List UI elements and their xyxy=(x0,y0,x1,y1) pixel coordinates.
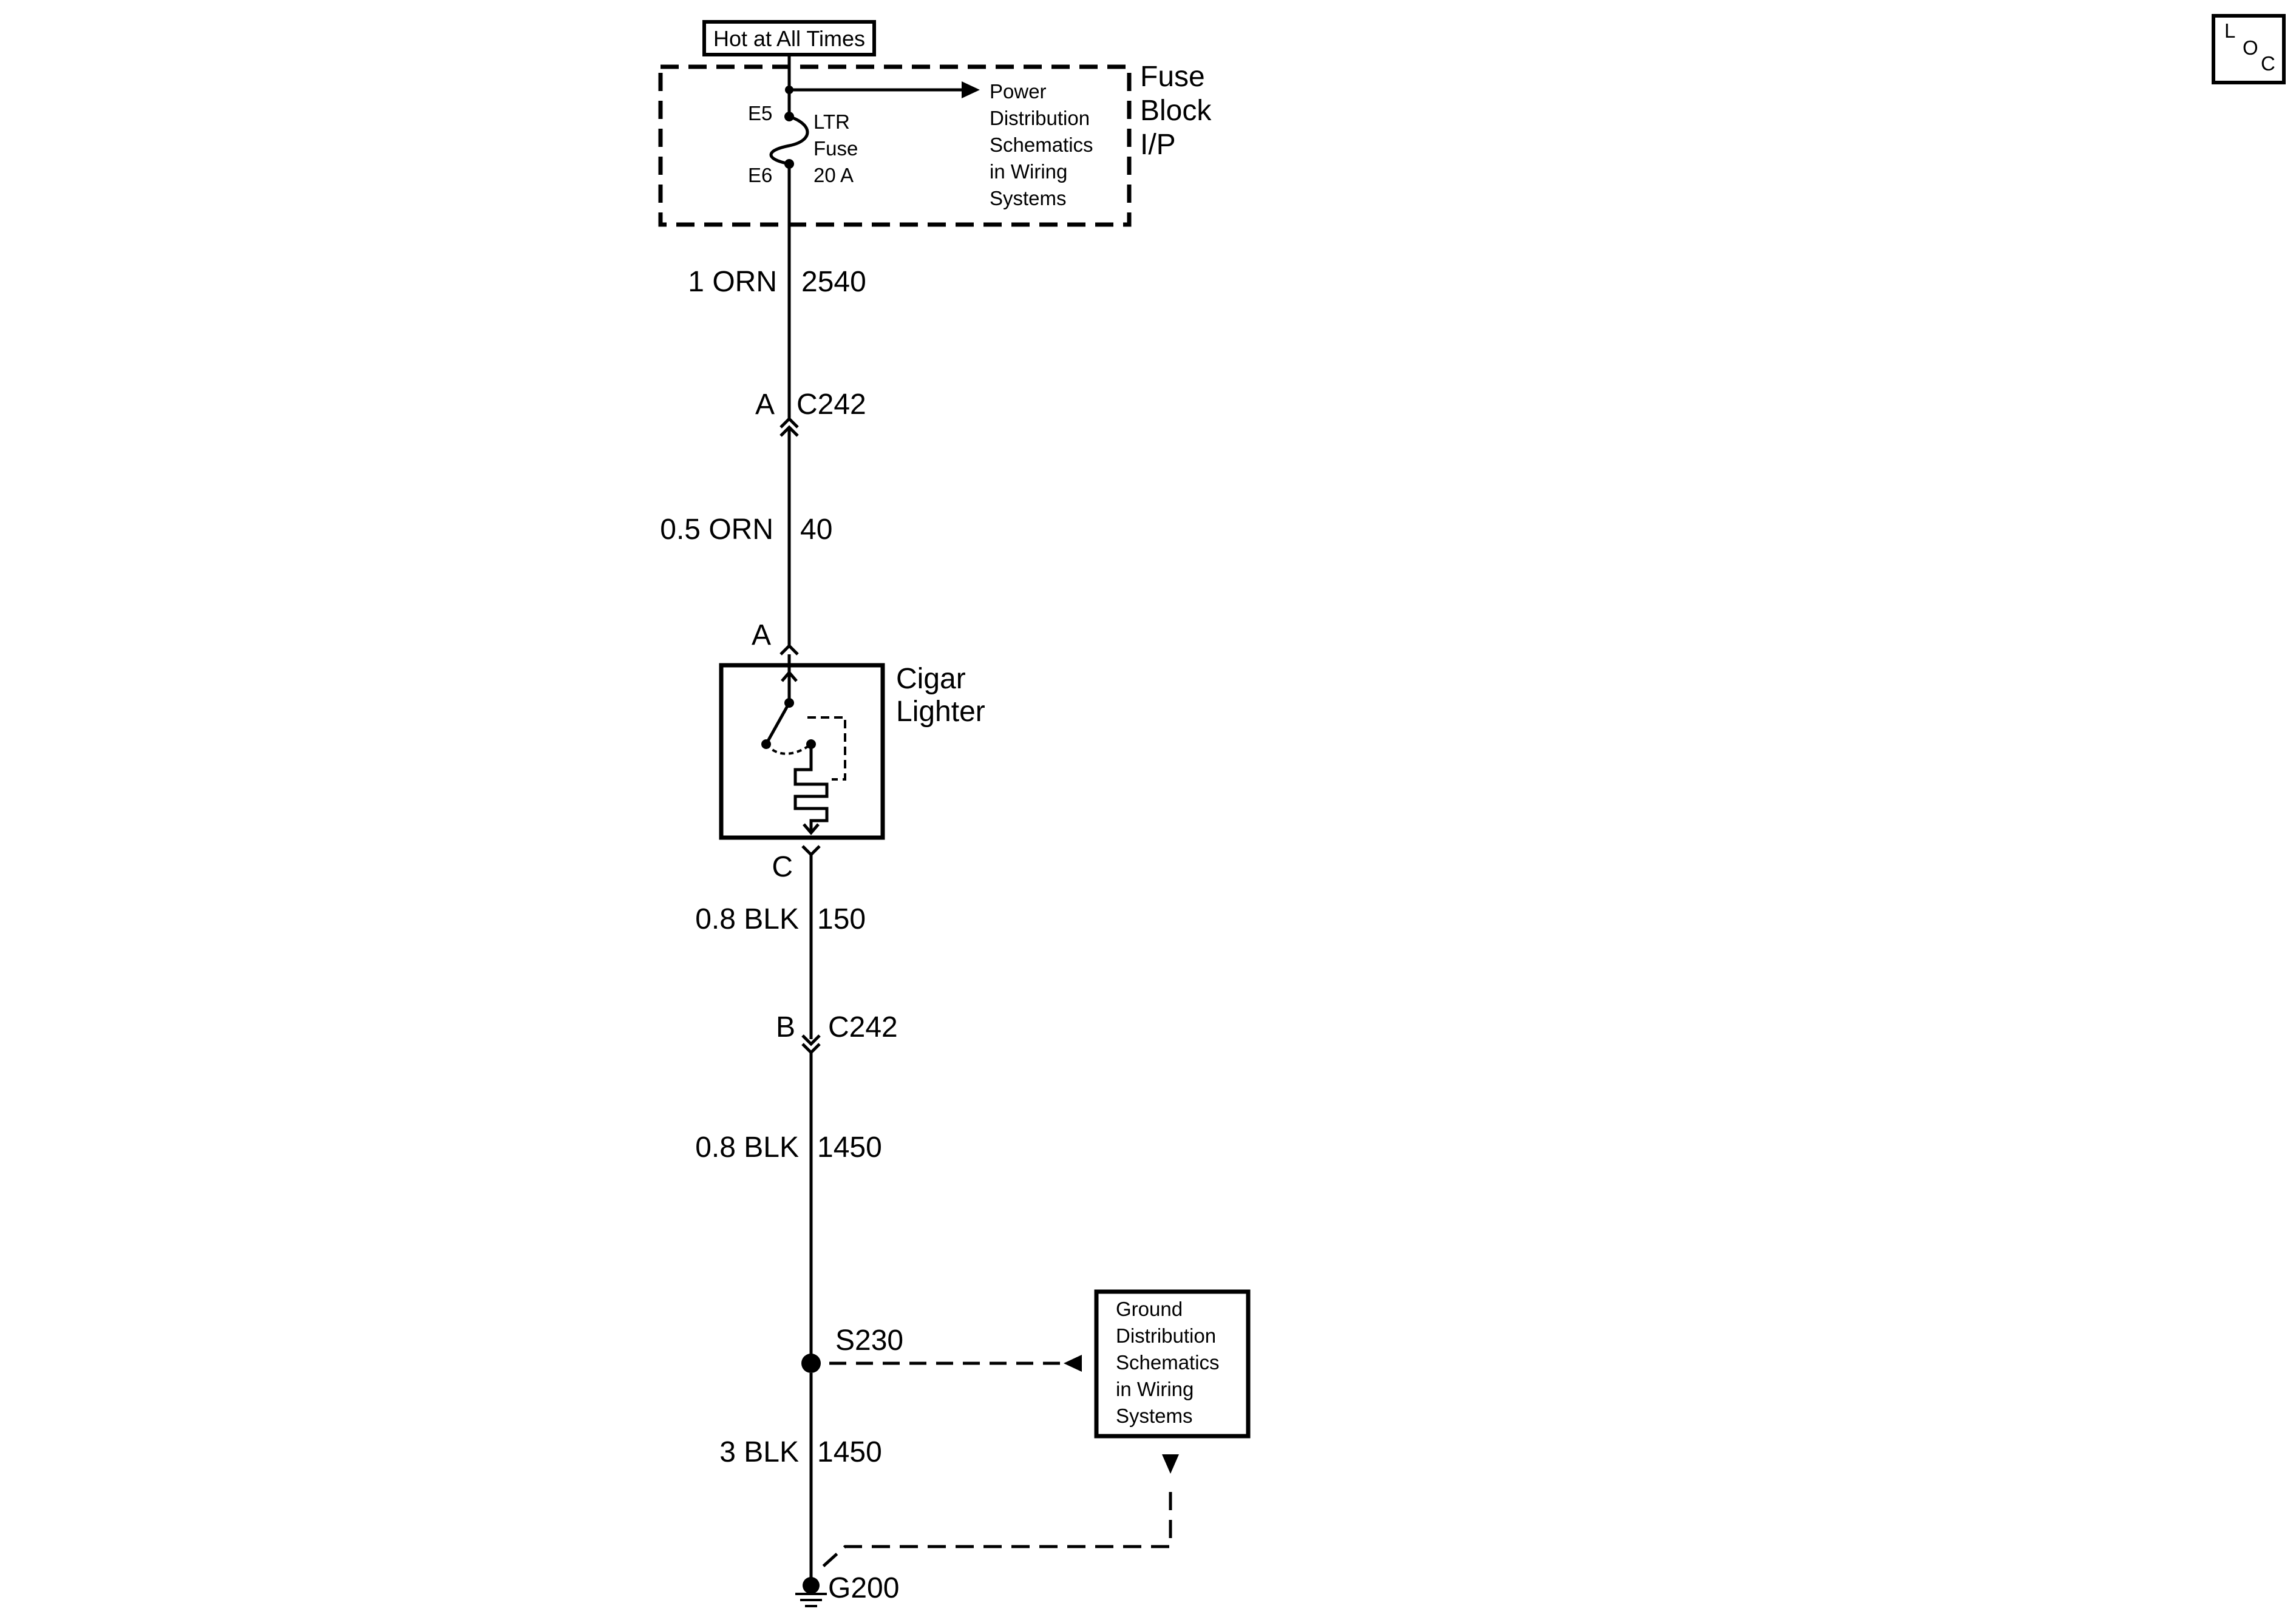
wire-2540-circuit: 2540 xyxy=(801,266,866,298)
c242-pin-b-connector-name: C242 xyxy=(828,1011,898,1043)
loc-badge-c: C xyxy=(2261,52,2275,75)
fuse-name-label: LTR xyxy=(813,110,850,133)
lighter-pin-c-label: C xyxy=(772,851,793,883)
ground-ref-line5: Systems xyxy=(1116,1405,1193,1427)
loc-badge-o: O xyxy=(2243,36,2258,59)
fuse-rating-label: 20 A xyxy=(813,164,854,186)
fuse-pin-e6-label: E6 xyxy=(748,164,772,186)
splice-s230 xyxy=(801,1354,821,1373)
wire-1450-upper-circuit: 1450 xyxy=(817,1131,882,1164)
ground-ref-line1: Ground xyxy=(1116,1298,1183,1320)
fuse-element-symbol xyxy=(769,115,809,166)
c242-pin-a-male xyxy=(779,416,799,429)
power-ref-line4: in Wiring xyxy=(990,160,1067,183)
lighter-internal-arrow-up xyxy=(781,670,798,682)
loc-badge-l: L xyxy=(2224,19,2235,42)
c242-pin-b-male xyxy=(801,1034,821,1046)
hot-at-all-times-label: Hot at All Times xyxy=(713,26,865,51)
ground-ref-line4: in Wiring xyxy=(1116,1378,1194,1400)
ground-ref-line2: Distribution xyxy=(1116,1324,1216,1347)
splice-s230-label: S230 xyxy=(835,1324,903,1357)
fuse-block-name-line1: Fuse xyxy=(1140,61,1205,93)
loc-badge[interactable] xyxy=(2212,14,2286,84)
fuse-block-name-line2: Block xyxy=(1140,95,1212,127)
lighter-bimetal-link xyxy=(765,743,812,755)
wire-1450-lower-size-color: 3 BLK xyxy=(719,1436,799,1468)
fuse-block-name-line3: I/P xyxy=(1140,129,1176,161)
c242-pin-a-connector-name: C242 xyxy=(796,388,866,421)
cigar-lighter-name-line1: Cigar xyxy=(896,663,966,695)
power-ref-line2: Distribution xyxy=(990,107,1090,129)
ground-g200-node xyxy=(803,1577,820,1594)
wire-1450-upper-size-color: 0.8 BLK xyxy=(695,1131,799,1164)
lighter-switch-blade xyxy=(764,702,791,745)
wire-40-size-color: 0.5 ORN xyxy=(660,514,773,546)
ground-ref-arrow-left xyxy=(1064,1355,1082,1372)
power-ref-line5: Systems xyxy=(990,187,1067,209)
power-ref-line3: Schematics xyxy=(990,134,1093,156)
cigar-lighter-name-line2: Lighter xyxy=(896,696,985,728)
ground-ref-line3: Schematics xyxy=(1116,1351,1220,1374)
power-ref-line1: Power xyxy=(990,80,1047,103)
lighter-pin-c-terminal xyxy=(801,845,821,857)
wire-150-circuit: 150 xyxy=(817,903,866,935)
wire-40-circuit: 40 xyxy=(800,514,832,546)
ground-distribution-reference-box xyxy=(1094,1289,1251,1439)
lighter-pin-a-label: A xyxy=(752,619,771,651)
lighter-internal-arrow-down xyxy=(803,823,820,835)
c242-pin-b-label: B xyxy=(776,1011,795,1043)
fuse-type-label: Fuse xyxy=(813,137,858,160)
fuse-pin-e5-label: E5 xyxy=(748,102,772,124)
lighter-thermal-release xyxy=(807,716,846,781)
ground-ref-return-link xyxy=(820,1492,1172,1570)
wire-1450-lower-circuit: 1450 xyxy=(817,1436,882,1468)
lighter-heating-element xyxy=(793,744,829,832)
wire-150-size-color: 0.8 BLK xyxy=(695,903,799,935)
cigar-lighter-component xyxy=(719,663,885,840)
ground-g200-label: G200 xyxy=(828,1572,899,1604)
ground-ref-arrow-down xyxy=(1162,1454,1179,1474)
power-branch-arrow xyxy=(962,81,980,98)
lighter-pin-a-terminal xyxy=(779,643,799,656)
fuse-block-enclosure xyxy=(658,64,1132,227)
wire-2540-size-color: 1 ORN xyxy=(688,266,777,298)
c242-pin-a-label: A xyxy=(755,388,775,421)
